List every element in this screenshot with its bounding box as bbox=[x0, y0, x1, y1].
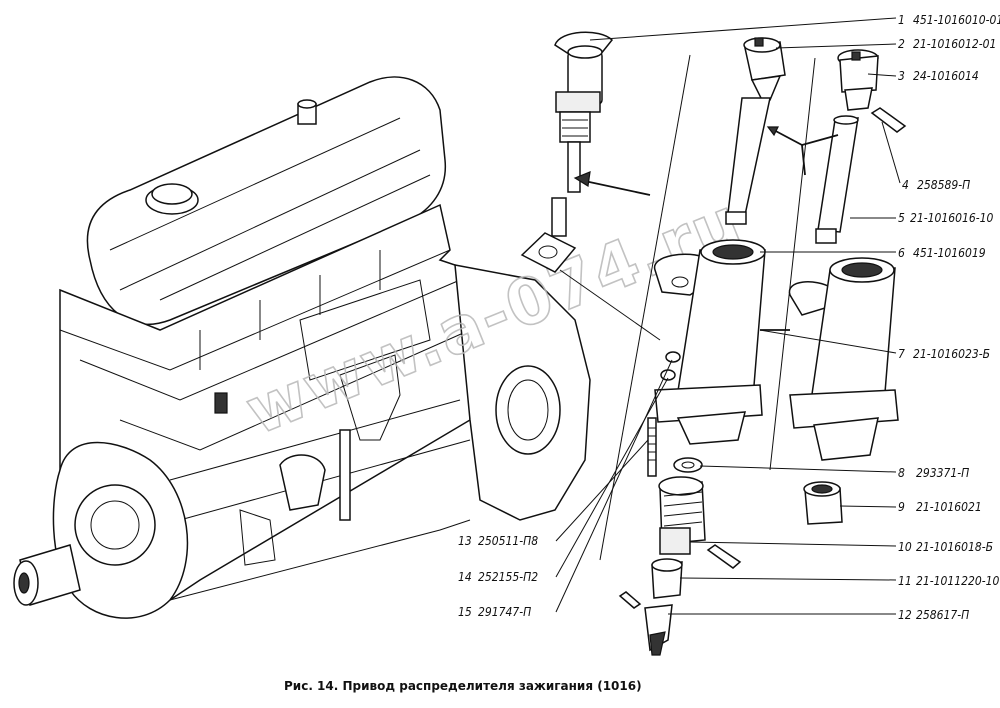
callout-9-code: 21-1016021 bbox=[916, 500, 982, 514]
figure-caption: Рис. 14. Привод распределителя зажигания… bbox=[284, 679, 642, 693]
callout-labels: 1 451-1016010-01 2 21-1016012-01 3 24-10… bbox=[458, 13, 1000, 622]
callout-15-code: 291747-П bbox=[478, 605, 531, 619]
callout-5-num: 5 bbox=[898, 211, 905, 225]
callout-9-num: 9 bbox=[898, 500, 905, 514]
callout-15-num: 15 bbox=[458, 605, 472, 619]
callout-3-num: 3 bbox=[898, 69, 905, 83]
part-7-housing bbox=[788, 257, 899, 461]
callout-12-code: 258617-П bbox=[916, 608, 969, 622]
callout-11-code: 21-1011220-10 bbox=[916, 574, 999, 588]
part-4-pin bbox=[870, 107, 907, 133]
callout-10-code: 21-1016018-Б bbox=[916, 540, 993, 554]
callout-8-code: 293371-П bbox=[916, 466, 969, 480]
callout-14-num: 14 bbox=[458, 570, 472, 584]
parts-13-14-15 bbox=[647, 351, 681, 477]
callout-1-code: 451-1016010-01 bbox=[913, 13, 1000, 27]
callout-8-num: 8 bbox=[898, 466, 905, 480]
callout-13-num: 13 bbox=[458, 534, 472, 548]
part-12-pin-tip bbox=[618, 591, 673, 656]
part-2-shaft bbox=[725, 37, 786, 225]
part-8-washer bbox=[673, 457, 703, 473]
callout-6-code: 451-1016019 bbox=[913, 246, 986, 260]
part-11-pin-sleeve bbox=[651, 544, 742, 599]
callout-6-num: 6 bbox=[898, 246, 905, 260]
part-6-housing bbox=[654, 239, 766, 445]
part-5-shaft bbox=[815, 115, 859, 244]
callout-7-num: 7 bbox=[898, 347, 905, 361]
part-9-bushing bbox=[803, 481, 843, 525]
callout-14-code: 252155-П2 bbox=[478, 570, 538, 584]
callout-7-code: 21-1016023-Б bbox=[913, 347, 990, 361]
leader-lines bbox=[555, 17, 901, 615]
part-3-coupling bbox=[837, 49, 879, 111]
callout-3-code: 24-1016014 bbox=[913, 69, 979, 83]
callout-2-code: 21-1016012-01 bbox=[913, 37, 996, 51]
callout-12-num: 12 bbox=[898, 608, 912, 622]
callout-1-num: 1 bbox=[898, 13, 905, 27]
callout-13-code: 250511-П8 bbox=[478, 534, 538, 548]
part-10-gear bbox=[658, 476, 706, 555]
callout-4-code: 258589-П bbox=[917, 178, 970, 192]
callout-5-code: 21-1016016-10 bbox=[910, 211, 993, 225]
engine-block-drawing bbox=[13, 76, 591, 619]
callout-2-num: 2 bbox=[898, 37, 905, 51]
callout-10-num: 10 bbox=[898, 540, 912, 554]
part-1-drive-assembly bbox=[520, 31, 614, 273]
callout-4-num: 4 bbox=[902, 178, 909, 192]
callout-11-num: 11 bbox=[898, 574, 912, 588]
